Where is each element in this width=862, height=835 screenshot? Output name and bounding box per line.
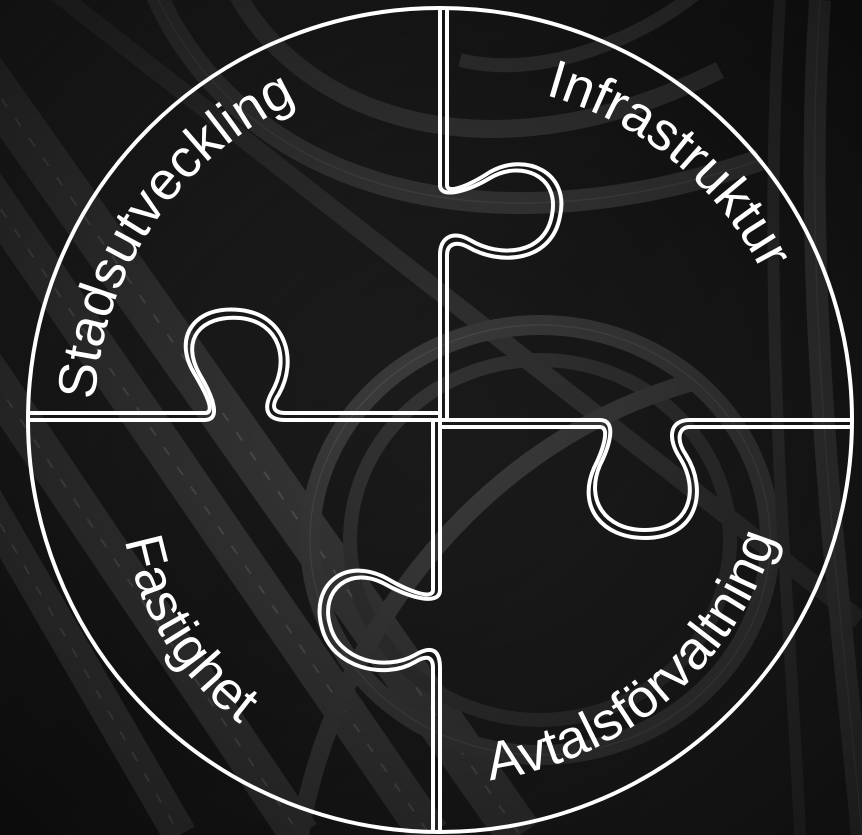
piece-label-infrastruktur: Infrastruktur	[542, 49, 805, 278]
piece-label-fastighet: Fastighet	[113, 529, 270, 734]
puzzle-dividers	[30, 8, 852, 832]
piece-label-avtalsforvaltning: Avtalsförvaltning	[481, 522, 788, 793]
piece-label-stadsutveckling: Stadsutveckling	[47, 59, 303, 402]
